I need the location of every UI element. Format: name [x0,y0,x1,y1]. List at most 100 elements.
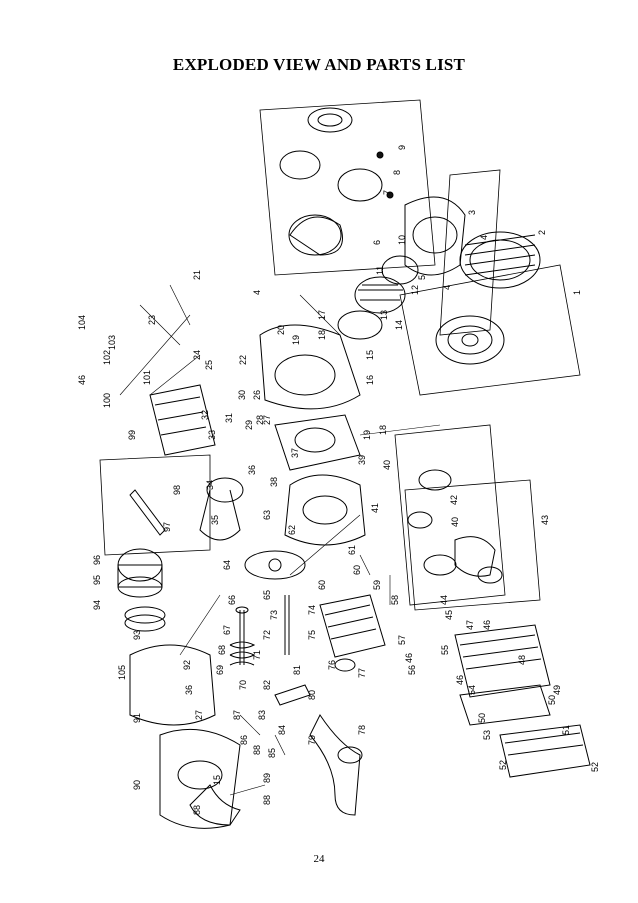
callout-9: 9 [397,145,407,150]
callout-66: 66 [227,595,237,605]
callout-53: 53 [482,730,492,740]
callout-52: 52 [498,760,508,770]
callout-27: 27 [262,415,272,425]
starter-pulley-group-frame [399,264,581,396]
callout-40: 40 [382,460,392,470]
callout-93: 93 [132,630,142,640]
callout-88: 88 [262,795,272,805]
callout-25: 25 [204,360,214,370]
callout-95: 95 [92,575,102,585]
callout-78: 78 [357,725,367,735]
callout-36: 36 [247,465,257,475]
callout-68: 68 [217,645,227,655]
callout-62: 62 [287,525,297,535]
callout-60: 60 [352,565,362,575]
callout-103: 103 [107,335,117,350]
callout-96: 96 [92,555,102,565]
callout-1: 1 [572,290,582,295]
air-cleaner-part [149,384,216,456]
fan-cover-group-frame [439,169,501,336]
callout-47: 47 [465,620,475,630]
callout-46: 46 [77,375,87,385]
callout-77: 77 [357,668,367,678]
exploded-view-drawing: 1 2 3 4 4 4 5 6 7 8 9 10 11 12 13 14 15 … [77,99,600,829]
callout-44: 44 [439,595,449,605]
callout-98: 98 [172,485,182,495]
callout-23: 23 [147,315,157,325]
callout-36: 36 [184,685,194,695]
callout-33: 33 [207,430,217,440]
callout-39: 39 [357,455,367,465]
callout-2: 2 [537,230,547,235]
exhaust-pipe-part [309,714,363,816]
callout-18: 18 [317,330,327,340]
fan-cover-part [381,196,466,285]
callout-63: 63 [262,510,272,520]
callout-65: 65 [262,590,272,600]
callout-4: 4 [479,235,489,240]
callout-73: 73 [269,610,279,620]
callout-84: 84 [277,725,287,735]
callout-100: 100 [102,393,112,408]
callout-80: 80 [307,690,317,700]
callout-59: 59 [372,580,382,590]
page-number: 24 [313,853,325,865]
callout-11: 11 [375,266,385,275]
callout-41: 41 [370,503,380,513]
callout-52: 52 [590,762,600,772]
callout-94: 94 [92,600,102,610]
callout-72: 72 [262,630,272,640]
callout-24: 24 [192,350,202,360]
callout-7: 7 [382,190,392,195]
callout-104: 104 [77,315,87,330]
callout-55: 55 [440,645,450,655]
callout-numbers: 1 2 3 4 4 4 5 6 7 8 9 10 11 12 13 14 15 … [77,145,600,815]
callout-46: 46 [455,675,465,685]
callout-58: 58 [390,595,400,605]
callout-101: 101 [142,370,152,385]
callout-74: 74 [307,605,317,615]
callout-29: 29 [244,420,254,430]
callout-64: 64 [222,560,232,570]
callout-27: 27 [194,710,204,720]
callout-22: 22 [238,355,248,365]
callout-40: 40 [450,517,460,527]
callout-32: 32 [200,410,210,420]
callout-88: 88 [192,805,202,815]
callout-50: 50 [547,695,557,705]
carburetor-part [407,469,503,584]
carburetor-detail-group-frame [404,479,541,611]
callout-61: 61 [347,545,357,555]
callout-13: 13 [379,310,389,320]
callout-69: 69 [215,665,225,675]
crankcase-cover-part [129,644,241,829]
exploded-view-diagram: 1 2 3 4 4 4 5 6 7 8 9 10 11 12 13 14 15 … [60,95,600,835]
callout-89: 89 [262,773,272,783]
callout-20: 20 [276,325,286,335]
callout-46: 46 [482,620,492,630]
callout-105: 105 [117,665,127,680]
callout-75: 75 [307,630,317,640]
callout-82: 82 [262,680,272,690]
callout-6: 6 [372,240,382,245]
carburetor-group-frame [394,424,506,606]
callout-76: 76 [327,660,337,670]
recoil-starter-parts [279,107,394,256]
callout-4: 4 [252,290,262,295]
callout-70: 70 [238,680,248,690]
cylinder-head-part [319,594,386,672]
muffler-part [454,624,591,778]
callout-57: 57 [397,635,407,645]
callout-79: 79 [307,735,317,745]
callout-45: 45 [444,610,454,620]
callout-67: 67 [222,625,232,635]
callout-31: 31 [224,413,234,423]
starter-pulley-part [435,231,541,365]
callout-15: 15 [212,775,222,785]
callout-86: 86 [239,735,249,745]
flywheel-part [337,276,406,340]
crankshaft-part [199,477,306,580]
callout-35: 35 [210,515,220,525]
callout-14: 14 [394,320,404,330]
callout-88: 88 [252,745,262,755]
